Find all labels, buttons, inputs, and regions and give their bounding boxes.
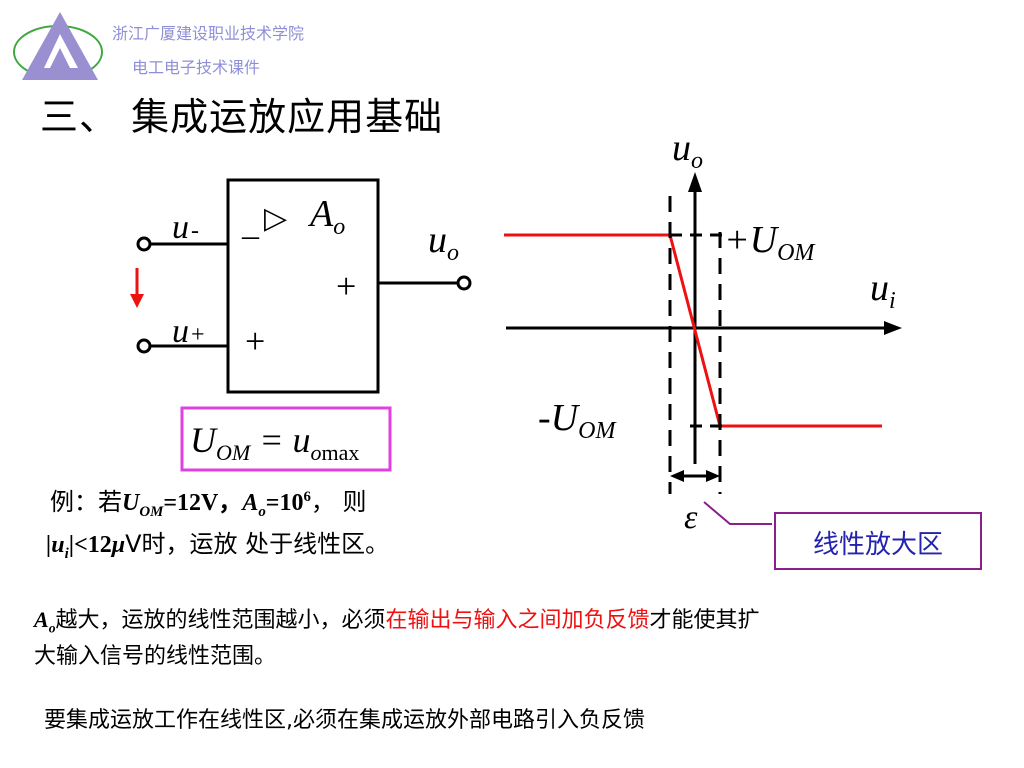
u-minus-label: u-	[172, 209, 199, 246]
linear-region-label: 线性放大区	[812, 530, 943, 560]
logo	[10, 8, 106, 84]
note-line-1: Ao越大，运放的线性范围越小，必须在输出与输入之间加负反馈才能使其扩	[34, 607, 760, 636]
x-axis-arrow-icon	[884, 321, 902, 335]
opamp-circuit: u- u+ ui uo – + + ▷ Ao UOM = uomax	[130, 178, 472, 472]
y-axis-arrow-icon	[688, 172, 702, 192]
negative-saturation-label: -UOM	[538, 397, 617, 444]
region-pointer-line	[703, 501, 772, 525]
input-voltage-arrow	[130, 268, 144, 308]
gain-label: Ao	[307, 193, 345, 240]
transfer-characteristic-graph: uo ui +UOM -UOM ε	[504, 127, 902, 536]
example-line-2: |ui|<12μV时，运放 处于线性区。	[46, 530, 390, 562]
graph-x-label: ui	[870, 267, 896, 314]
uo-output-label: uo	[428, 219, 459, 266]
graph-y-label: uo	[672, 127, 703, 174]
u-plus-label: u+	[172, 313, 205, 350]
plus-output-sign: +	[336, 266, 356, 306]
amplifier-triangle-icon: ▷	[264, 202, 287, 235]
opamp-body	[226, 178, 380, 394]
positive-saturation-label: +UOM	[724, 219, 816, 266]
epsilon-left-arrow-icon	[670, 470, 684, 482]
characteristic-curve	[504, 233, 882, 428]
epsilon-label: ε	[684, 499, 698, 536]
input-plus-terminal	[136, 338, 152, 354]
epsilon-right-arrow-icon	[706, 470, 720, 482]
linear-region-box	[774, 512, 982, 570]
minus-input-sign: –	[241, 217, 260, 254]
output-terminal	[456, 275, 472, 291]
plus-input-sign: +	[245, 321, 265, 361]
formula-box	[180, 406, 392, 472]
input-minus-terminal	[136, 236, 152, 252]
saturation-formula: UOM = uomax	[190, 420, 359, 465]
note-line-2: 大输入信号的线性范围。	[34, 644, 277, 669]
triangle-logo-icon	[13, 12, 103, 80]
example-prefix: 例：若	[50, 488, 122, 516]
example-line-1: 例：若UOM=12V，Ao=106， 则	[50, 488, 367, 520]
conclusion-text: 要集成运放工作在线性区,必须在集成运放外部电路引入负反馈	[44, 708, 645, 733]
course-name: 电工电子技术课件	[132, 58, 261, 77]
institution-name: 浙江广厦建设职业技术学院	[112, 24, 305, 43]
slide-title: 三、 集成运放应用基础	[40, 95, 444, 139]
note-highlight: 在输出与输入之间加负反馈	[385, 608, 650, 633]
